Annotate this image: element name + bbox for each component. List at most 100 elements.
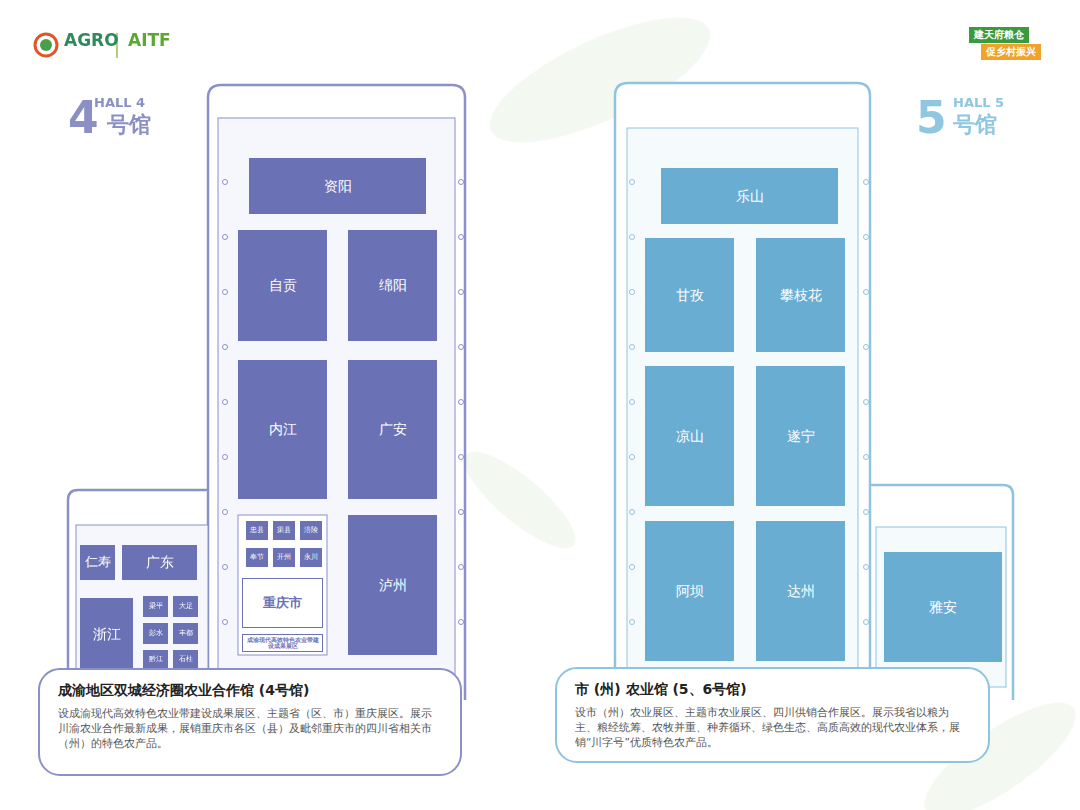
column-dot [223,455,228,460]
column-dot [459,180,464,185]
booth-label: 成渝现代高效特色农业带建设成果展区 [244,637,321,650]
booth-label: 绵阳 [379,277,407,293]
column-dot [459,565,464,570]
column-dot [864,235,869,240]
exhibit-booth: 阿坝 [645,521,734,661]
callout-body: 设成渝现代高效特色农业带建设成果展区、主题省（区、市）重庆展区。展示川渝农业合作… [58,706,442,752]
column-dot [459,400,464,405]
booth-label: 黔江 [149,655,163,663]
hall-heading: 号馆 [107,114,151,136]
exhibit-booth: 资阳 [249,158,426,214]
column-dot [630,345,635,350]
booth-label: 浙江 [93,626,121,642]
column-dot [223,180,228,185]
column-dot [864,565,869,570]
booth-label: 石柱 [179,655,193,663]
column-dot [864,455,869,460]
hall-heading: 5 [916,96,947,140]
booth-label: 开州 [277,553,291,561]
column-dot [630,180,635,185]
hall-heading: 号馆 [953,114,997,136]
exhibit-booth: 重庆市 [242,578,323,628]
exhibit-booth: 甘孜 [645,238,734,352]
column-dot [459,455,464,460]
small-booth: 涪陵 [300,521,322,540]
booth-label: 仁寿 [85,555,111,570]
hall-heading: HALL 5 [953,96,1004,109]
booth-label: 凉山 [676,428,704,444]
booth-label: 奉节 [250,553,264,561]
exhibit-booth: 攀枝花 [756,238,845,352]
exhibit-booth: 泸州 [348,515,437,655]
exhibit-booth: 乐山 [661,168,838,224]
small-booth: 忠县 [246,521,268,540]
description-callout: 市 (州) 农业馆 (5、6号馆) 设市（州）农业展区、主题市农业展区、四川供销合… [555,667,990,763]
column-dot [459,345,464,350]
logo-text: AITF [128,32,171,49]
callout-title: 市 (州) 农业馆 (5、6号馆) [575,681,747,699]
booth-label: 乐山 [736,188,764,204]
column-dot [864,290,869,295]
exhibit-booth: 雅安 [884,552,1002,662]
column-dot [630,455,635,460]
exhibit-booth: 凉山 [645,366,734,506]
booth-label: 重庆市 [263,596,302,611]
booth-label: 达州 [787,583,815,599]
slogan-badge: 建天府粮仓 [969,27,1029,43]
small-booth: 石柱 [173,650,198,669]
column-dot [223,290,228,295]
exhibit-booth: 内江 [238,360,327,499]
exhibit-booth: 自贡 [238,230,327,341]
booth-label: 雅安 [929,599,957,615]
exhibit-booth: 浙江 [80,598,133,670]
exhibit-booth: 广安 [348,360,437,499]
exhibit-booth: 绵阳 [348,230,437,341]
column-dot [459,290,464,295]
column-dot [630,400,635,405]
column-dot [630,565,635,570]
column-dot [459,620,464,625]
booth-label: 永川 [304,553,318,561]
exhibit-booth: 广东 [122,545,197,580]
booth-label: 大足 [179,602,193,610]
booth-label: 梁平 [149,602,163,610]
column-dot [864,180,869,185]
booth-label: 丰都 [179,629,193,637]
hall-heading: 4 [68,96,99,140]
column-dot [630,510,635,515]
booth-label: 自贡 [269,277,297,293]
column-dot [864,400,869,405]
small-booth: 大足 [173,596,198,617]
column-dot [630,620,635,625]
booth-label: 攀枝花 [780,287,822,303]
booth-label: 彭水 [149,629,163,637]
booth-label: 遂宁 [787,428,815,444]
small-booth: 永川 [300,548,322,567]
callout-body: 设市（州）农业展区、主题市农业展区、四川供销合作展区。展示我省以粮为主、粮经统筹… [575,705,970,751]
exhibit-booth: 达州 [756,521,845,661]
column-dot [630,290,635,295]
callout-title: 成渝地区双城经济圈农业合作馆 (4号馆) [58,682,309,700]
column-dot [223,565,228,570]
small-booth: 黔江 [143,650,168,669]
booth-label: 涪陵 [304,526,318,534]
column-dot [630,235,635,240]
description-callout: 成渝地区双城经济圈农业合作馆 (4号馆) 设成渝现代高效特色农业带建设成果展区、主… [38,668,462,776]
column-dot [223,345,228,350]
booth-label: 广东 [146,554,174,570]
booth-label: 甘孜 [676,287,704,303]
column-dot [223,235,228,240]
exhibit-booth: 成渝现代高效特色农业带建设成果展区 [242,634,323,652]
booth-label: 渠县 [277,526,291,534]
small-booth: 丰都 [173,623,198,644]
column-dot [459,510,464,515]
small-booth: 梁平 [143,596,168,617]
column-dot [459,235,464,240]
booth-label: 阿坝 [676,583,704,599]
small-booth: 彭水 [143,623,168,644]
hall-5-outline [615,83,1013,708]
column-dot [864,620,869,625]
booth-label: 内江 [269,421,297,437]
column-dot [223,620,228,625]
column-dot [223,510,228,515]
